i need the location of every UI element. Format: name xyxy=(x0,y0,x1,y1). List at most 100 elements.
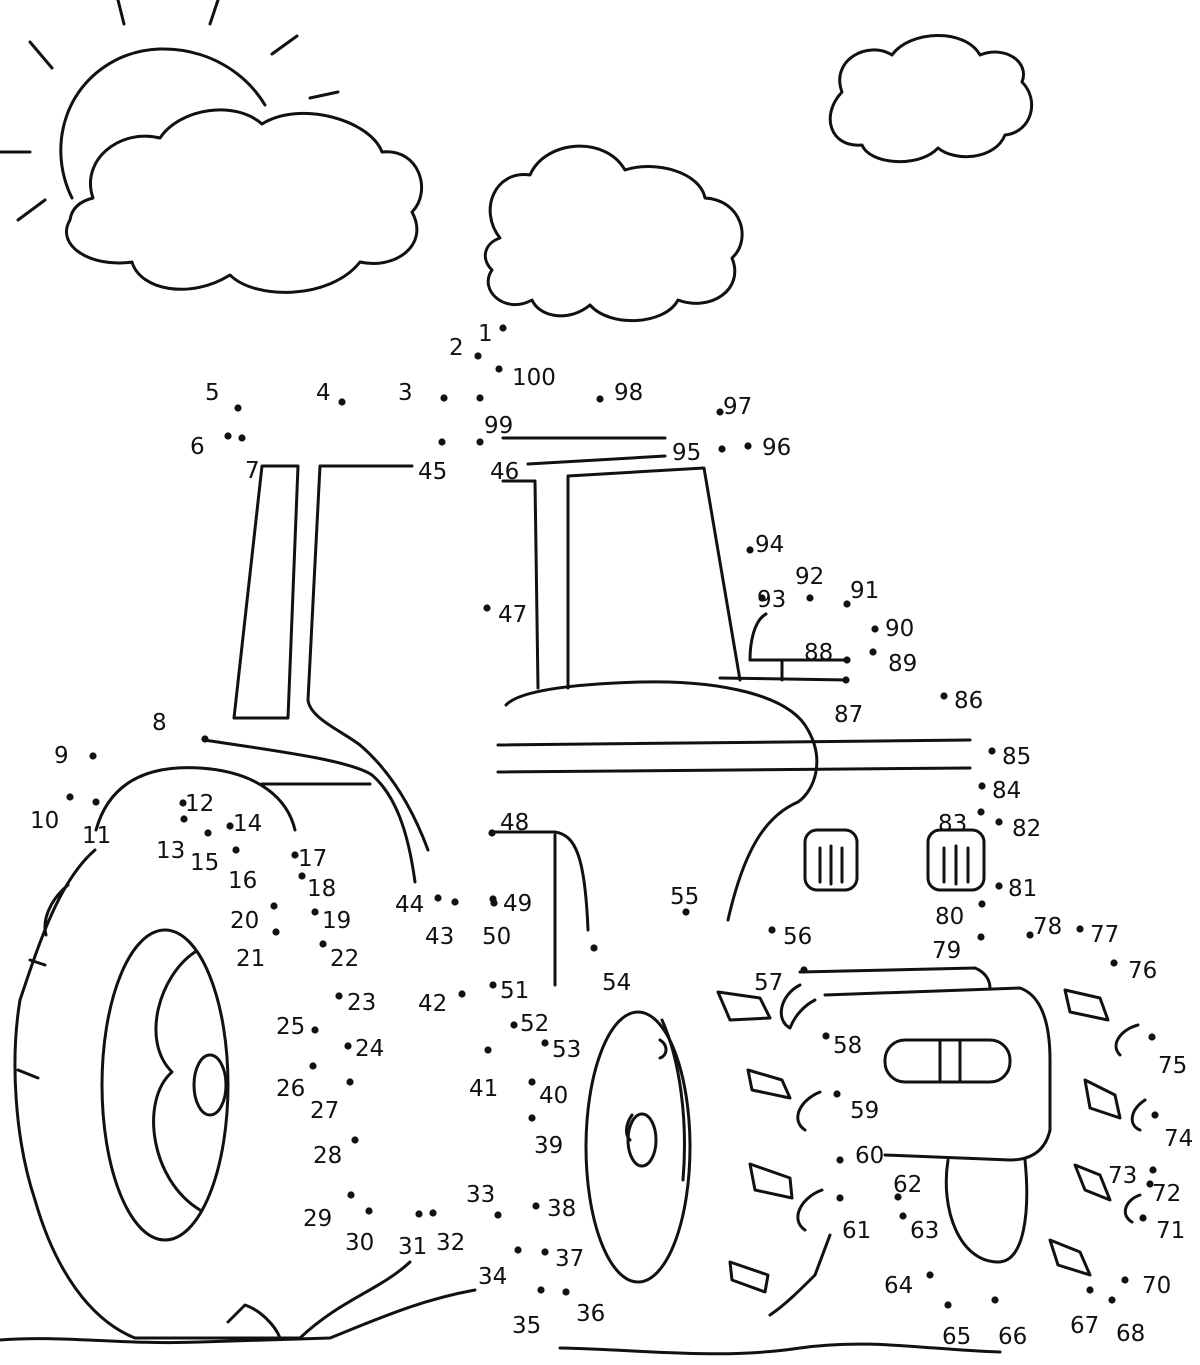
dot-label-35: 35 xyxy=(512,1313,541,1339)
dot-label-7: 7 xyxy=(245,458,260,484)
dot-18 xyxy=(298,872,306,880)
dot-label-32: 32 xyxy=(436,1230,465,1256)
dot-78 xyxy=(1026,931,1034,939)
sun-icon xyxy=(0,0,340,222)
dot-72 xyxy=(1146,1180,1154,1188)
dot-label-33: 33 xyxy=(466,1182,495,1208)
dot-label-6: 6 xyxy=(190,434,205,460)
dot-25 xyxy=(311,1026,319,1034)
dot-30 xyxy=(365,1207,373,1215)
dot-44 xyxy=(434,894,442,902)
dot-label-12: 12 xyxy=(185,791,214,817)
dot-56 xyxy=(768,926,776,934)
dot-label-100: 100 xyxy=(512,365,556,391)
dot-label-23: 23 xyxy=(347,990,376,1016)
dot-label-55: 55 xyxy=(670,884,699,910)
dot-52 xyxy=(510,1021,518,1029)
dot-8 xyxy=(201,735,209,743)
dot-label-29: 29 xyxy=(303,1206,332,1232)
dot-label-1: 1 xyxy=(478,321,493,347)
dot-23 xyxy=(335,992,343,1000)
dot-35 xyxy=(537,1286,545,1294)
dot-label-62: 62 xyxy=(893,1172,922,1198)
dot-label-71: 71 xyxy=(1156,1218,1185,1244)
dot-40 xyxy=(528,1078,536,1086)
dot-label-15: 15 xyxy=(190,850,219,876)
dot-88 xyxy=(843,656,851,664)
dot-54 xyxy=(590,944,598,952)
dot-label-76: 76 xyxy=(1128,958,1157,984)
dot-label-26: 26 xyxy=(276,1076,305,1102)
dot-label-79: 79 xyxy=(932,938,961,964)
dot-47 xyxy=(483,604,491,612)
dot-59 xyxy=(833,1090,841,1098)
dot-label-13: 13 xyxy=(156,838,185,864)
dot-63 xyxy=(899,1212,907,1220)
dot-9 xyxy=(89,752,97,760)
dot-64 xyxy=(926,1271,934,1279)
dot-11 xyxy=(92,798,100,806)
dot-label-45: 45 xyxy=(418,459,447,485)
dot-82 xyxy=(995,818,1003,826)
dot-10 xyxy=(66,793,74,801)
dot-label-43: 43 xyxy=(425,924,454,950)
dot-label-53: 53 xyxy=(552,1037,581,1063)
dot-34 xyxy=(514,1246,522,1254)
dot-17 xyxy=(291,851,299,859)
dot-label-42: 42 xyxy=(418,991,447,1017)
dot-89 xyxy=(869,648,877,656)
dot-81 xyxy=(995,882,1003,890)
dot-62 xyxy=(894,1193,902,1201)
dot-label-54: 54 xyxy=(602,970,631,996)
front-wheel xyxy=(584,1010,692,1284)
dot-12 xyxy=(179,799,187,807)
dot-label-83: 83 xyxy=(938,811,967,837)
dot-label-78: 78 xyxy=(1033,914,1062,940)
dot-76 xyxy=(1110,959,1118,967)
dot-label-20: 20 xyxy=(230,908,259,934)
dot-label-74: 74 xyxy=(1164,1126,1193,1152)
dot-100 xyxy=(495,365,503,373)
dot-19 xyxy=(311,908,319,916)
dot-label-60: 60 xyxy=(855,1143,884,1169)
dot-77 xyxy=(1076,925,1084,933)
dot-42 xyxy=(458,990,466,998)
dot-label-16: 16 xyxy=(228,868,257,894)
dot-label-18: 18 xyxy=(307,876,336,902)
dot-label-66: 66 xyxy=(998,1324,1027,1350)
dot-5 xyxy=(234,404,242,412)
dot-label-34: 34 xyxy=(478,1264,507,1290)
dot-90 xyxy=(871,625,879,633)
dot-36 xyxy=(562,1288,570,1296)
dot-84 xyxy=(978,782,986,790)
dot-label-59: 59 xyxy=(850,1098,879,1124)
dot-15 xyxy=(204,829,212,837)
dot-27 xyxy=(346,1078,354,1086)
dot-label-96: 96 xyxy=(762,435,791,461)
dot-label-93: 93 xyxy=(757,587,786,613)
dot-74 xyxy=(1151,1111,1159,1119)
dot-label-94: 94 xyxy=(755,532,784,558)
dot-83 xyxy=(977,808,985,816)
dot-label-28: 28 xyxy=(313,1143,342,1169)
dot-21 xyxy=(272,928,280,936)
ground-line xyxy=(0,1288,1002,1356)
dot-label-70: 70 xyxy=(1142,1273,1171,1299)
cloud-icon xyxy=(828,34,1034,163)
dot-label-97: 97 xyxy=(723,394,752,420)
dot-label-21: 21 xyxy=(236,946,265,972)
dot-label-56: 56 xyxy=(783,924,812,950)
dot-label-37: 37 xyxy=(555,1246,584,1272)
dot-label-44: 44 xyxy=(395,892,424,918)
dot-48 xyxy=(488,829,496,837)
dot-20 xyxy=(270,902,278,910)
dot-13 xyxy=(180,815,188,823)
dot-label-48: 48 xyxy=(500,810,529,836)
dot-label-81: 81 xyxy=(1008,876,1037,902)
mud-splashes xyxy=(716,983,1147,1317)
dot-67 xyxy=(1086,1286,1094,1294)
tractor-outline xyxy=(94,436,1052,1264)
dot-57 xyxy=(800,966,808,974)
dot-95 xyxy=(718,445,726,453)
